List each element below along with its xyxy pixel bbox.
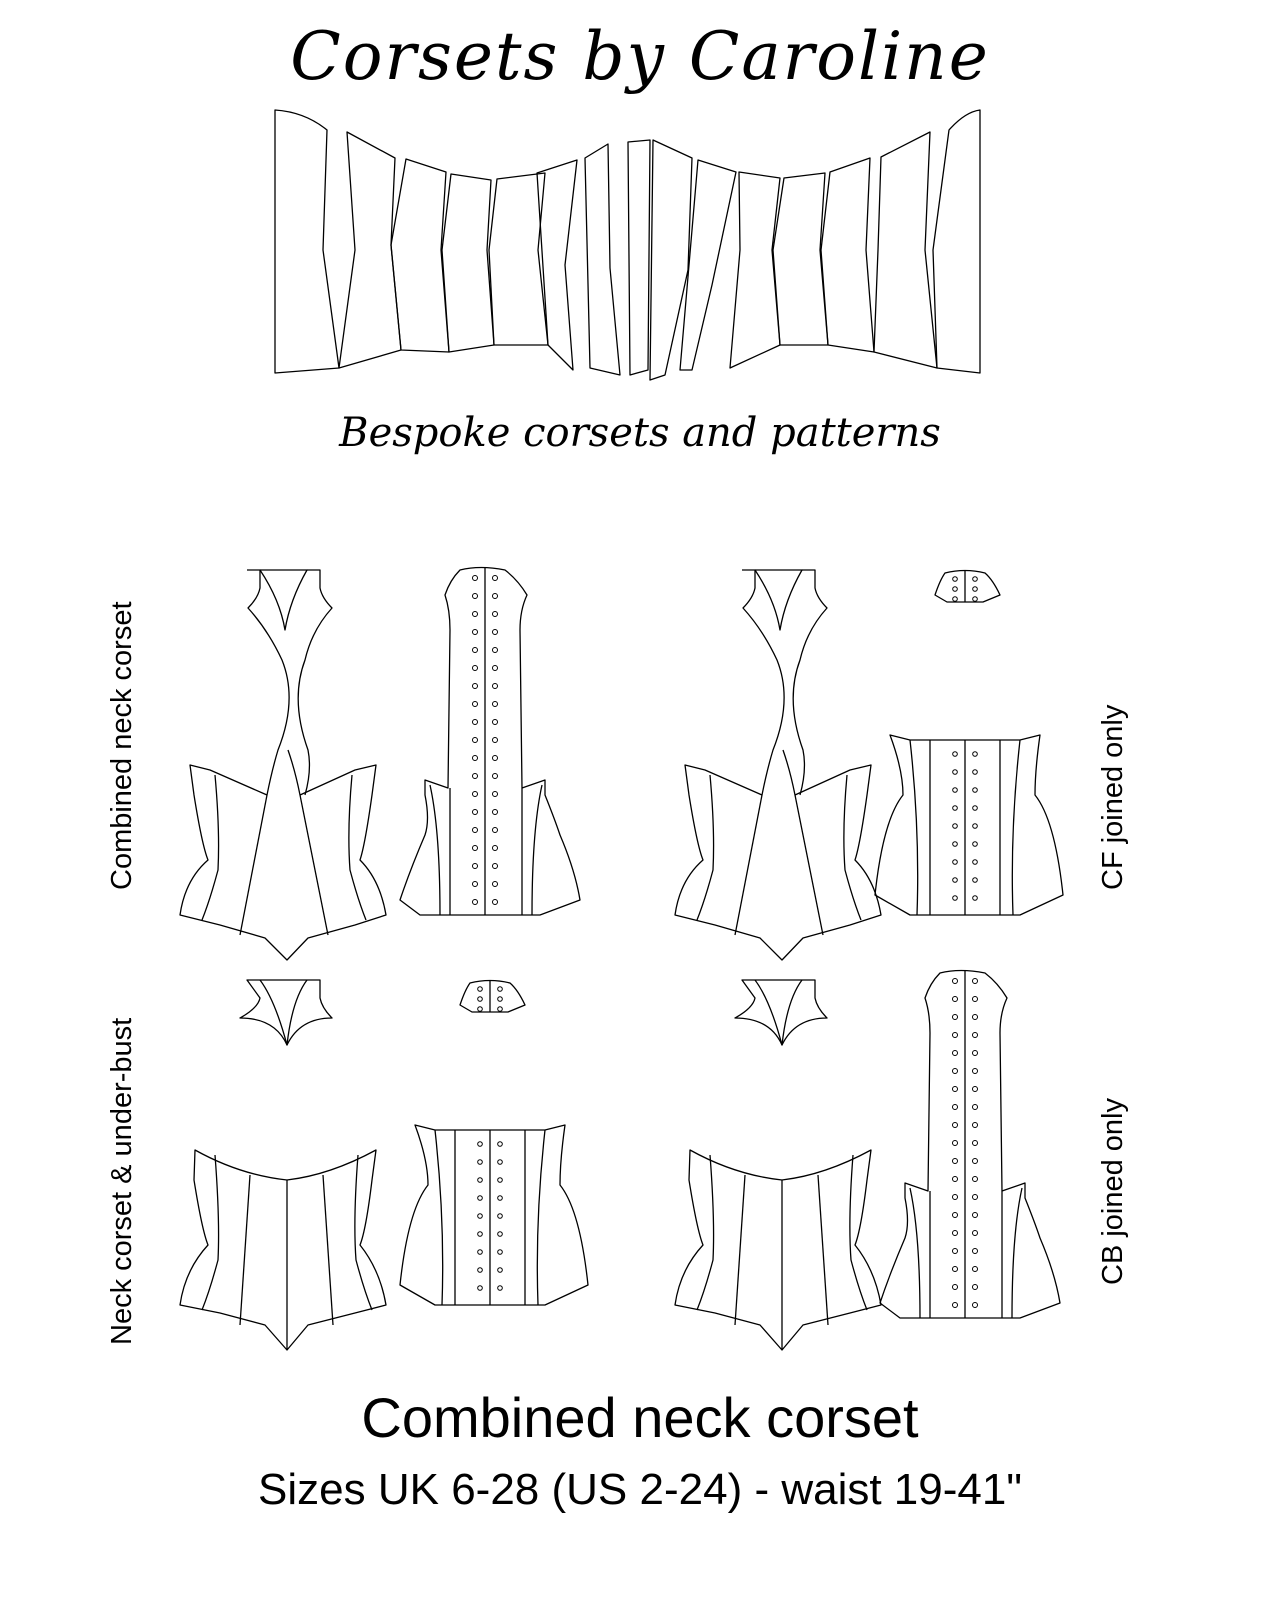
row-2-left-label: Neck corset & under-bust xyxy=(106,1017,138,1345)
row-2-right-label: CB joined only xyxy=(1097,1098,1129,1285)
front-view-joined-neck xyxy=(179,569,387,961)
front-view-separate-neck xyxy=(179,979,387,1351)
eyelet-holes xyxy=(952,751,978,901)
front-view-separate-neck-2 xyxy=(674,979,882,1351)
eyelet-holes xyxy=(952,978,978,1308)
row-1-left-label: Combined neck corset xyxy=(106,601,138,890)
size-range: Sizes UK 6-28 (US 2-24) - waist 19-41" xyxy=(258,1465,1022,1514)
row-1-right-label: CF joined only xyxy=(1097,704,1129,890)
front-view-joined-neck-2 xyxy=(674,569,882,961)
eyelet-holes xyxy=(472,575,498,905)
back-view-joined-neck xyxy=(399,566,581,916)
brand-title: Corsets by Caroline xyxy=(290,18,990,95)
back-view-joined-neck-2 xyxy=(879,969,1061,1319)
brand-tagline: Bespoke corsets and patterns xyxy=(339,410,941,456)
flat-pattern-pieces xyxy=(274,109,981,381)
back-view-separate-neck xyxy=(874,569,1064,916)
back-view-separate-neck-2 xyxy=(399,979,589,1306)
product-title: Combined neck corset xyxy=(361,1386,919,1449)
